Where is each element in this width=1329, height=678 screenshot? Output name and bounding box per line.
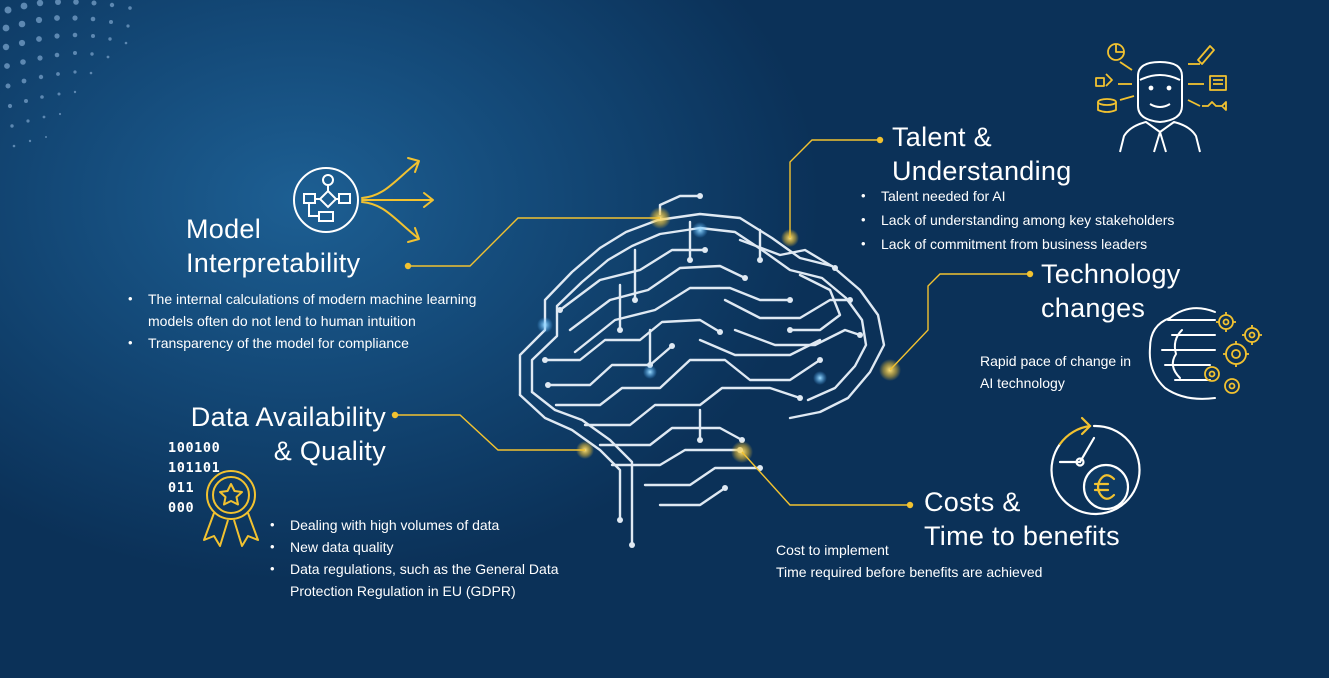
title-line: Talent & xyxy=(892,122,992,152)
connector-costs xyxy=(741,451,910,506)
bullet-continuation: models often do not lend to human intuit… xyxy=(148,313,416,329)
person-tools-icon xyxy=(1119,61,1201,153)
title-line: Understanding xyxy=(892,156,1072,186)
text-line: Time required before benefits are achiev… xyxy=(776,564,1043,580)
bullet-item: Lack of understanding among key stakehol… xyxy=(859,208,1174,232)
award-ribbon-icon xyxy=(203,470,259,547)
connector-technology xyxy=(889,273,1030,371)
bullet-item: The internal calculations of modern mach… xyxy=(126,288,476,310)
technology-changes-title: Technology changes xyxy=(1041,257,1181,325)
bullet-item: Talent needed for AI xyxy=(859,184,1174,208)
connector-dots xyxy=(391,136,1034,509)
binary-digits: 100100 101101 011 000 xyxy=(168,438,220,518)
data-availability-bullets: Dealing with high volumes of data New da… xyxy=(268,514,559,602)
title-line: & Quality xyxy=(273,436,386,466)
bullet-item: Data regulations, such as the General Da… xyxy=(268,558,559,580)
costs-time-text: Cost to implement Time required before b… xyxy=(776,539,1042,583)
circuit-glow-points xyxy=(537,207,901,463)
tool-icons-cluster xyxy=(1095,43,1227,113)
binary-line: 000 xyxy=(168,500,195,516)
connector-model xyxy=(408,217,660,267)
bullet-continuation: Protection Regulation in EU (GDPR) xyxy=(290,583,516,599)
talent-understanding-bullets: Talent needed for AI Lack of understandi… xyxy=(859,184,1174,256)
costs-time-title: Costs & Time to benefits xyxy=(924,485,1120,553)
data-availability-title: Data Availability & Quality xyxy=(168,400,386,468)
clock-euro-icon xyxy=(1050,416,1141,516)
binary-line: 100100 xyxy=(168,440,221,456)
talent-understanding-title: Talent & Understanding xyxy=(892,120,1072,188)
halftone-dots-decoration xyxy=(2,0,132,148)
bullet-item: New data quality xyxy=(268,536,559,558)
title-line: Time to benefits xyxy=(924,521,1120,551)
connector-lines xyxy=(395,139,1030,506)
bullet-item: Transparency of the model for compliance xyxy=(126,332,476,354)
text-line: AI technology xyxy=(980,375,1065,391)
circuit-brain-illustration xyxy=(518,194,886,547)
title-line: Data Availability xyxy=(190,402,386,432)
technology-changes-text: Rapid pace of change in AI technology xyxy=(980,350,1131,394)
flowchart-icon xyxy=(293,167,359,233)
bullet-item: Dealing with high volumes of data xyxy=(268,514,559,536)
model-interpretability-bullets: The internal calculations of modern mach… xyxy=(126,288,476,354)
connector-talent xyxy=(789,139,880,238)
model-interpretability-title: Model Interpretability xyxy=(186,212,360,280)
bullet-item: Lack of commitment from business leaders xyxy=(859,232,1174,256)
title-line: Interpretability xyxy=(186,248,361,278)
head-gears-icon xyxy=(1148,307,1216,400)
text-line: Cost to implement xyxy=(776,542,889,558)
title-line: Technology xyxy=(1041,259,1181,289)
binary-line: 011 xyxy=(168,480,195,496)
connector-data xyxy=(395,414,585,451)
title-line: changes xyxy=(1041,293,1146,323)
branching-arrows-icon xyxy=(361,157,434,243)
text-line: Rapid pace of change in xyxy=(980,353,1131,369)
gears-cluster-icon xyxy=(1204,312,1262,394)
title-line: Costs & xyxy=(924,487,1021,517)
circuit-nodes xyxy=(542,193,863,548)
binary-line: 101101 xyxy=(168,460,221,476)
title-line: Model xyxy=(186,214,262,244)
